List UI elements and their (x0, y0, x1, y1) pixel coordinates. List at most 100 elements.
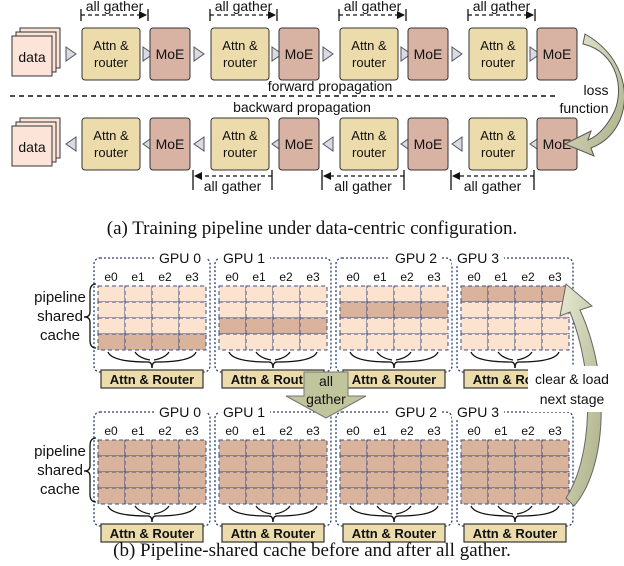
cache-cell (393, 285, 422, 303)
attn-label: Attn & (222, 128, 258, 143)
all-gather-label-1: all (319, 373, 333, 389)
all-gather-label: all gather (334, 178, 392, 194)
all-gather-down-arrow (285, 371, 367, 419)
cache-cell (541, 317, 570, 335)
loss-curved-arrow (563, 33, 624, 157)
attn-router-box (468, 117, 528, 171)
cache-cell (218, 439, 247, 457)
cache-cell (97, 471, 126, 489)
expert-label: e2 (521, 424, 535, 438)
attn-router-box (81, 117, 141, 171)
all-gather-label: all gather (344, 0, 402, 14)
all-gather-label: all gather (464, 178, 522, 194)
gpu-label: GPU 2 (395, 404, 437, 420)
cache-cell (245, 285, 274, 303)
attn-router-block: Attn & router (210, 117, 270, 171)
cache-cell (272, 285, 301, 303)
moe-block: MoE (278, 117, 320, 171)
cache-cell (272, 333, 301, 351)
expert-label: e1 (373, 424, 387, 438)
cache-cell (124, 439, 153, 457)
cache-cell (245, 487, 274, 505)
forward-arrow-icon (451, 46, 463, 62)
moe-label: MoE (543, 46, 572, 62)
cache-cell (420, 285, 449, 303)
cache-cell (514, 301, 543, 319)
merge-brace (349, 505, 439, 523)
cache-cell (245, 333, 274, 351)
moe-label: MoE (414, 136, 443, 152)
cache-cell (393, 301, 422, 319)
attn-router-label: Attn & Router (352, 526, 437, 541)
cache-cell (151, 333, 180, 351)
data-stack: data (11, 117, 61, 167)
cache-cell (393, 333, 422, 351)
clear-load-curved-arrow (559, 283, 602, 507)
moe-box (407, 27, 449, 81)
attn-label: Attn & (222, 38, 258, 53)
all-gather-label: all gather (86, 0, 144, 14)
cache-cell (420, 333, 449, 351)
moe-label: MoE (156, 136, 185, 152)
attn-router-block: Attn &router (339, 27, 399, 81)
all-gather-span: all gather (321, 170, 405, 194)
side-label-line: shared (37, 308, 83, 325)
router-label: router (223, 145, 258, 160)
cache-cell (272, 455, 301, 473)
expert-label: e1 (373, 270, 387, 284)
all-gather-label: all gather (215, 0, 273, 14)
attn-router-box (468, 27, 528, 81)
expert-label: e1 (494, 270, 508, 284)
expert-label: e0 (104, 270, 118, 284)
cache-cell (151, 471, 180, 489)
expert-label: e3 (427, 424, 441, 438)
cache-cell (151, 285, 180, 303)
expert-label: e1 (131, 270, 145, 284)
attn-label: Attn & (93, 128, 129, 143)
cache-cell (97, 317, 126, 335)
cache-cell (393, 455, 422, 473)
cache-cell (178, 301, 207, 319)
gpu-label-bg (390, 248, 442, 266)
attn-router-box (210, 117, 270, 171)
backward-arrow-icon (65, 136, 77, 152)
moe-box (149, 27, 191, 81)
side-label-line: cache (40, 327, 80, 344)
all-gather-span: all gather (209, 0, 278, 21)
cache-cell (124, 301, 153, 319)
cache-cell (299, 471, 328, 489)
cache-cell (299, 455, 328, 473)
moe-box (278, 27, 320, 81)
cache-cell (299, 333, 328, 351)
cache-cell (245, 301, 274, 319)
cache-cell (299, 439, 328, 457)
cache-cell (124, 487, 153, 505)
cache-cell (460, 285, 489, 303)
cache-cell (393, 317, 422, 335)
moe-block: MoE (149, 117, 191, 171)
expert-label: e2 (279, 424, 293, 438)
expert-label: e0 (346, 270, 360, 284)
cache-cell (97, 487, 126, 505)
attn-router-label: Attn & Router (231, 372, 316, 387)
cache-cell (541, 333, 570, 351)
cache-cell (393, 439, 422, 457)
all-gather-label: all gather (473, 0, 531, 14)
moe-label: MoE (414, 46, 443, 62)
all-gather-span: all gather (192, 170, 273, 194)
side-brace (83, 283, 97, 349)
cache-cell (339, 285, 368, 303)
expert-label: e0 (467, 424, 481, 438)
cache-cell (514, 455, 543, 473)
attn-router-box (81, 27, 141, 81)
backward-arrow-icon (322, 136, 334, 152)
cache-cell (366, 317, 395, 335)
attn-router-block: Attn &router (339, 117, 399, 171)
gpu-label-bg (218, 248, 270, 266)
data-label: data (18, 139, 45, 155)
